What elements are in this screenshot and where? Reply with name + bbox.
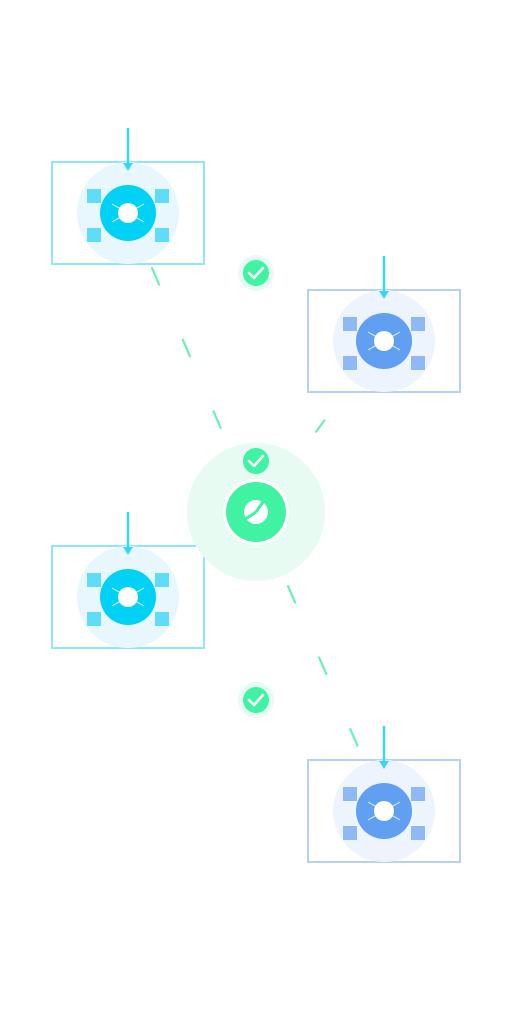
connector-hub-node4	[286, 584, 364, 758]
node-4	[307, 726, 461, 863]
check-2	[238, 443, 274, 479]
connectors	[148, 266, 364, 758]
connector-node1-hub	[150, 266, 230, 447]
check-1	[238, 255, 274, 291]
check-3	[238, 682, 274, 718]
hub	[187, 443, 325, 581]
check-icon	[247, 454, 265, 468]
input-arrow-head	[123, 163, 133, 171]
connector-node2-hub	[286, 370, 362, 472]
check-icon	[247, 693, 265, 707]
pie-chart-icon	[226, 482, 286, 542]
check-badge	[243, 260, 269, 286]
check-badge	[243, 448, 269, 474]
node-1	[51, 128, 205, 265]
input-arrow-head	[123, 547, 133, 555]
node-2	[307, 256, 461, 393]
input-arrow-head	[379, 761, 389, 769]
check-icon	[247, 266, 265, 280]
input-arrow-head	[379, 291, 389, 299]
gear-icon	[343, 783, 425, 840]
gear-icon	[87, 185, 169, 242]
check-badge	[243, 687, 269, 713]
gear-icon	[343, 313, 425, 370]
gear-icon	[87, 569, 169, 626]
node-3	[51, 512, 205, 649]
